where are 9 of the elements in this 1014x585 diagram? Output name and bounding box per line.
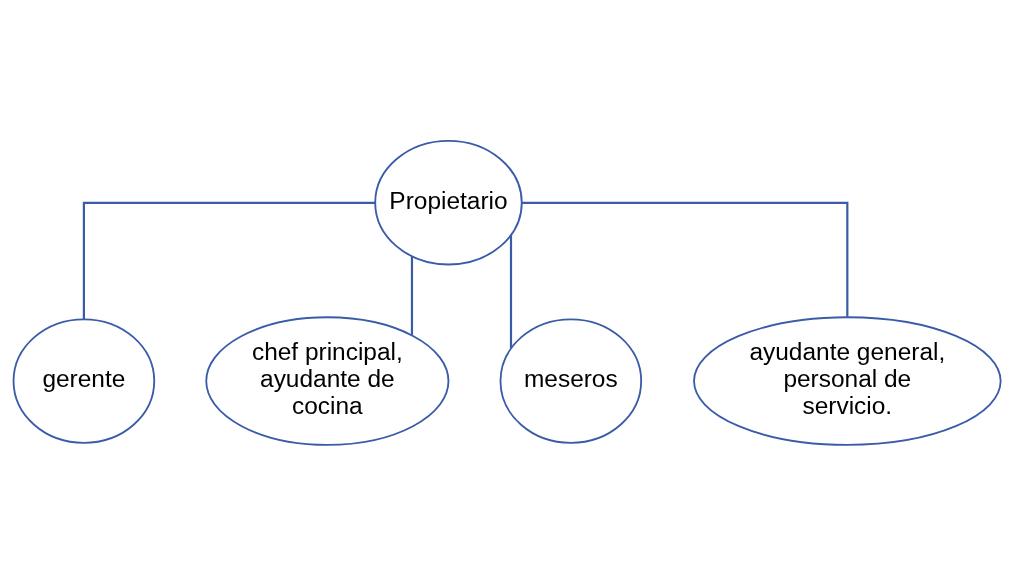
node-ellipse: chef principal, ayudante de cocina	[205, 315, 450, 446]
node-ellipse: meseros	[499, 317, 643, 444]
node-ellipse: ayudante general, personal de servicio.	[693, 315, 1002, 446]
connector	[410, 255, 414, 335]
node-ellipse: Propietario	[374, 139, 523, 265]
connector	[509, 234, 513, 348]
node-ellipse: gerente	[12, 317, 156, 444]
connector	[82, 201, 376, 319]
connector	[521, 201, 849, 317]
